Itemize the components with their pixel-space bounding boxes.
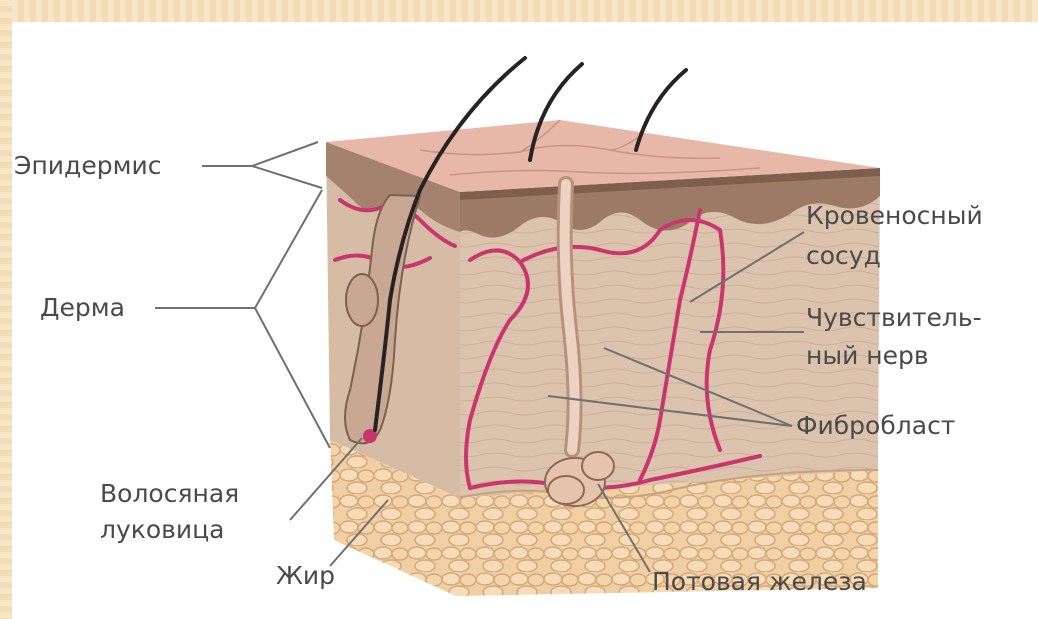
label-fat: Жир xyxy=(276,560,335,592)
label-sweat-gland: Потовая железа xyxy=(652,566,867,598)
label-blood-vessel-line2: сосуд xyxy=(806,240,881,272)
label-nerve-line2: ный нерв xyxy=(806,340,929,372)
label-epidermis: Эпидермис xyxy=(14,150,161,182)
label-nerve-line1: Чувствитель- xyxy=(806,302,982,334)
label-dermis: Дерма xyxy=(40,292,125,324)
label-hair-bulb-line2: луковица xyxy=(100,514,225,546)
label-blood-vessel-line1: Кровеносный xyxy=(806,200,983,232)
label-hair-bulb-line1: Волосяная xyxy=(100,478,239,510)
label-fibroblast: Фибробласт xyxy=(796,410,955,442)
